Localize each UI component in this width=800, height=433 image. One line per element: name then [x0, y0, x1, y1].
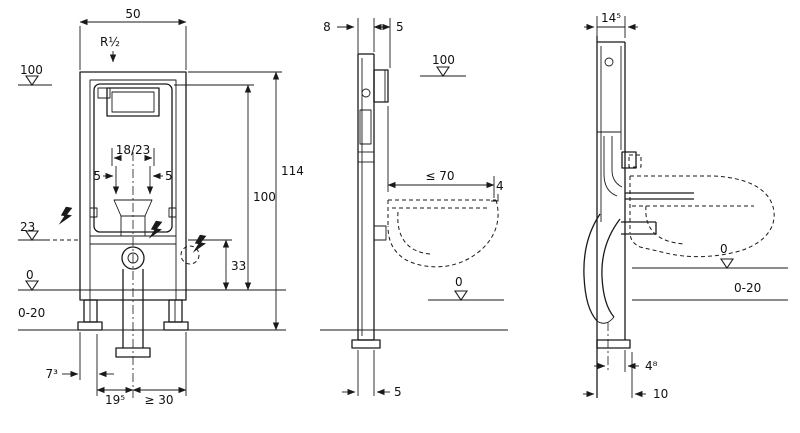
- foot-plate-left: [77, 321, 103, 331]
- side-top-dimensions: 8 5: [323, 18, 404, 68]
- front-level-0-label: 0: [26, 268, 34, 282]
- drain-pipe-front: [115, 152, 151, 398]
- side-dim-le70-label: ≤ 70: [425, 169, 454, 183]
- section-dim-145-label: 14⁵: [601, 11, 621, 25]
- side-dim-projection: ≤ 70 4: [387, 106, 504, 202]
- section-level-0-label: 0: [720, 242, 728, 256]
- frame-legs: [77, 299, 189, 331]
- fill-valve: [361, 88, 371, 98]
- front-dim-flush-distance-label: 18/23: [116, 143, 151, 157]
- level-triangle-icon: [24, 230, 40, 241]
- level-triangle-icon: [719, 258, 735, 269]
- lightning-bolt-icon: [148, 220, 163, 239]
- flush-plate-opening: [106, 87, 160, 117]
- side-level-0-label: 0: [455, 275, 463, 289]
- foot-plate-section: [596, 339, 631, 349]
- section-top-dimension: 14⁵: [584, 11, 638, 38]
- front-view: 50 R½ 100: [18, 7, 304, 407]
- front-level-100-label: 100: [20, 63, 43, 77]
- flush-bend-left: [603, 136, 618, 197]
- level-triangle-icon: [453, 290, 469, 301]
- section-dim-48-label: 4⁸: [645, 359, 658, 373]
- lightning-bolt-icon: [192, 234, 207, 253]
- connection-box-dashed: [628, 154, 642, 168]
- level-triangle-icon: [24, 75, 40, 86]
- drain-pipe-section: [583, 213, 621, 372]
- front-dim-ge30-label: ≥ 30: [144, 393, 173, 407]
- side-dim-5-label: 5: [396, 20, 404, 34]
- front-dim-100-label: 100: [253, 190, 276, 204]
- front-dim-width: 50: [79, 7, 187, 70]
- water-connection-label: R½: [100, 35, 120, 49]
- flush-bend-right: [611, 136, 623, 188]
- frame-profile-side: [357, 53, 387, 341]
- section-floor-range-label: 0-20: [734, 281, 761, 295]
- front-dim-195-label: 19⁵: [105, 393, 125, 407]
- side-note-4-label: 4: [496, 179, 504, 193]
- front-level-100: 100: [18, 63, 52, 86]
- level-triangle-icon: [435, 66, 451, 77]
- side-level-100-label: 100: [432, 53, 455, 67]
- cistern-internals: [359, 109, 372, 145]
- toilet-outline-section: [629, 175, 775, 258]
- front-floor: 0 0-20: [18, 268, 286, 331]
- supply-valve: [97, 87, 111, 99]
- front-dim-33-label: 33: [231, 259, 246, 273]
- side-view: 8 5 100: [320, 18, 508, 399]
- front-dim-width-label: 50: [125, 7, 140, 21]
- section-floor: 0 0-20: [596, 242, 788, 349]
- lightning-bolt-icon: [58, 206, 73, 225]
- side-level-100: 100: [420, 53, 466, 77]
- toilet-outline-side: [387, 199, 499, 268]
- electrical-connections: [58, 206, 207, 265]
- front-floor-range-label: 0-20: [18, 306, 45, 320]
- connection-box: [621, 151, 637, 169]
- frame-section: [596, 36, 694, 398]
- section-view: 14⁵: [583, 11, 788, 401]
- front-dim-offset-left-label: 5: [93, 169, 101, 183]
- front-dim-73-label: 7³: [46, 367, 59, 381]
- side-dim-foot-label: 5: [394, 385, 402, 399]
- front-dim-flush-distance: 18/23: [111, 143, 155, 166]
- side-bottom-dimension: 5: [342, 350, 402, 399]
- section-dim-10-label: 10: [653, 387, 668, 401]
- section-bottom-dimensions: 4⁸ 10: [583, 350, 668, 401]
- outlet-flange: [121, 246, 145, 270]
- foot-plate-side: [351, 339, 381, 349]
- level-triangle-icon: [24, 280, 40, 291]
- front-dim-114-label: 114: [281, 164, 304, 178]
- side-dim-8-label: 8: [323, 20, 331, 34]
- fill-valve-section: [604, 57, 614, 67]
- note-leader: [491, 194, 499, 202]
- front-bottom-dimensions: 7³ 19⁵ ≥ 30: [46, 332, 187, 407]
- front-water-connection: R½: [100, 35, 120, 63]
- front-dim-offsets: 5 5: [93, 166, 173, 195]
- front-dim-offset-right-label: 5: [165, 169, 173, 183]
- front-height-dimensions: 114 100 33: [174, 71, 304, 331]
- front-level-23: 23: [18, 220, 78, 241]
- socket-location: [180, 245, 200, 265]
- side-floor: 0: [320, 275, 508, 349]
- foot-plate-right: [163, 321, 189, 331]
- outlet-connector-side: [373, 225, 387, 241]
- flush-plate-side: [373, 69, 389, 103]
